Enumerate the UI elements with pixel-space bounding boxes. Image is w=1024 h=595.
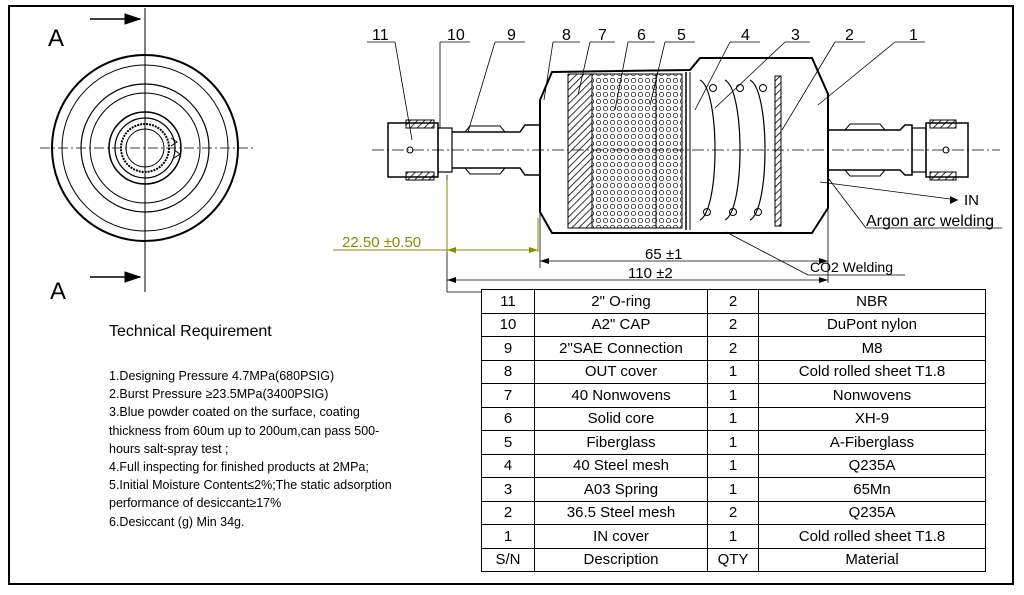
balloon-5: 5 [677, 27, 686, 44]
material-cell: M8 [758, 336, 986, 361]
balloon-7: 7 [598, 27, 607, 44]
qty-cell: 1 [707, 453, 759, 478]
material-cell: Q235A [758, 500, 986, 525]
qty-cell: 1 [707, 359, 759, 384]
material-cell: DuPont nylon [758, 312, 986, 337]
material-cell: Cold rolled sheet T1.8 [758, 359, 986, 384]
balloon-8: 8 [562, 27, 571, 44]
section-view [40, 8, 255, 292]
material-cell: A-Fiberglass [758, 430, 986, 455]
sn-cell: 2 [481, 500, 535, 525]
sn-cell: 9 [481, 336, 535, 361]
section-mark-top: A [48, 25, 64, 52]
header-sn: S/N [481, 547, 535, 572]
sn-cell: 5 [481, 430, 535, 455]
material-cell: XH-9 [758, 406, 986, 431]
qty-cell: 2 [707, 500, 759, 525]
co2-welding-label: CO2 Welding [810, 259, 893, 275]
tech-requirement-item: 2.Burst Pressure ≥23.5MPa(3400PSIG) [109, 387, 329, 402]
balloon-2: 2 [845, 27, 854, 44]
balloon-10: 10 [447, 27, 465, 44]
qty-cell: 1 [707, 477, 759, 502]
material-cell: 65Mn [758, 477, 986, 502]
header-qty: QTY [707, 547, 759, 572]
material-cell: NBR [758, 289, 986, 314]
qty-cell: 1 [707, 430, 759, 455]
balloon-4: 4 [741, 27, 750, 44]
sn-cell: 4 [481, 453, 535, 478]
sn-cell: 7 [481, 383, 535, 408]
sn-cell: 3 [481, 477, 535, 502]
header-material: Material [758, 547, 986, 572]
sn-cell: 10 [481, 312, 535, 337]
material-cell: Q235A [758, 453, 986, 478]
qty-cell: 2 [707, 289, 759, 314]
qty-cell: 1 [707, 524, 759, 549]
qty-cell: 2 [707, 312, 759, 337]
tech-requirement-item: 1.Designing Pressure 4.7MPa(680PSIG) [109, 369, 335, 383]
in-label: IN [964, 192, 979, 209]
balloon-9: 9 [507, 27, 516, 44]
description-cell: OUT cover [534, 359, 708, 384]
description-cell: Fiberglass [534, 430, 708, 455]
sn-cell: 1 [481, 524, 535, 549]
balloon-1: 1 [909, 27, 918, 44]
tech-requirement-item: 6.Desiccant (g) Min 34g. [109, 514, 245, 529]
balloon-3: 3 [791, 27, 800, 44]
description-cell: IN cover [534, 524, 708, 549]
description-cell: 2"SAE Connection [534, 336, 708, 361]
sn-cell: 11 [481, 289, 535, 314]
tech-requirement-item: 4.Full inspecting for finished products … [109, 460, 369, 475]
description-cell: A2" CAP [534, 312, 708, 337]
inner-length-label: 65 ±1 [645, 246, 682, 263]
balloon-6: 6 [637, 27, 646, 44]
material-cell: Cold rolled sheet T1.8 [758, 524, 986, 549]
balloon-11: 11 [372, 27, 389, 44]
qty-cell: 2 [707, 336, 759, 361]
description-cell: 2" O-ring [534, 289, 708, 314]
header-description: Description [534, 547, 708, 572]
tech-requirement-item: 3.Blue powder coated on the surface, coa… [109, 405, 380, 456]
argon-welding-label: Argon arc welding [866, 213, 994, 230]
description-cell: Solid core [534, 406, 708, 431]
description-cell: 36.5 Steel mesh [534, 500, 708, 525]
drawing-frame [8, 5, 1014, 585]
section-mark-bottom: A [50, 278, 66, 305]
filter-drier-drawing [367, 41, 1002, 292]
offset-dimension [333, 180, 539, 253]
qty-cell: 1 [707, 383, 759, 408]
description-cell: 40 Nonwovens [534, 383, 708, 408]
sn-cell: 6 [481, 406, 535, 431]
qty-cell: 1 [707, 406, 759, 431]
tech-requirement-item: 5.Initial Moisture Content≤2%;The static… [109, 478, 392, 511]
material-cell: Nonwovens [758, 383, 986, 408]
overall-length-label: 110 ±2 [628, 265, 673, 282]
description-cell: A03 Spring [534, 477, 708, 502]
sn-cell: 8 [481, 359, 535, 384]
offset-dimension-label: 22.50 ±0.50 [342, 234, 421, 251]
tech-requirement-title: Technical Requirement [109, 323, 272, 340]
tech-requirement-list: 1.Designing Pressure 4.7MPa(680PSIG) 2.B… [109, 367, 409, 531]
description-cell: 40 Steel mesh [534, 453, 708, 478]
